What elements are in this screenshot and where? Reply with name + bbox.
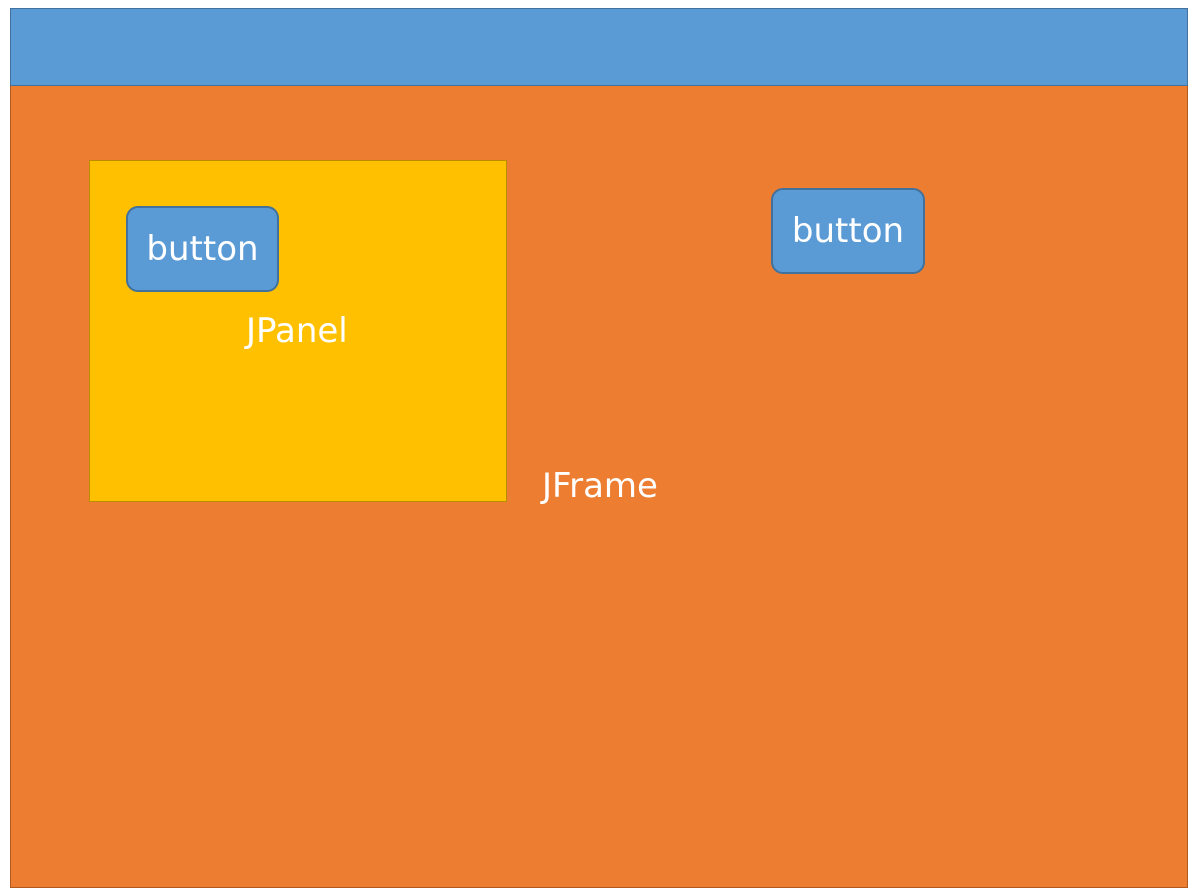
jframe-label: JFrame (542, 466, 658, 506)
panel-button[interactable]: button (126, 206, 279, 292)
jpanel-label: JPanel (246, 311, 348, 351)
frame-title-bar (10, 8, 1188, 86)
frame-button[interactable]: button (771, 188, 925, 274)
